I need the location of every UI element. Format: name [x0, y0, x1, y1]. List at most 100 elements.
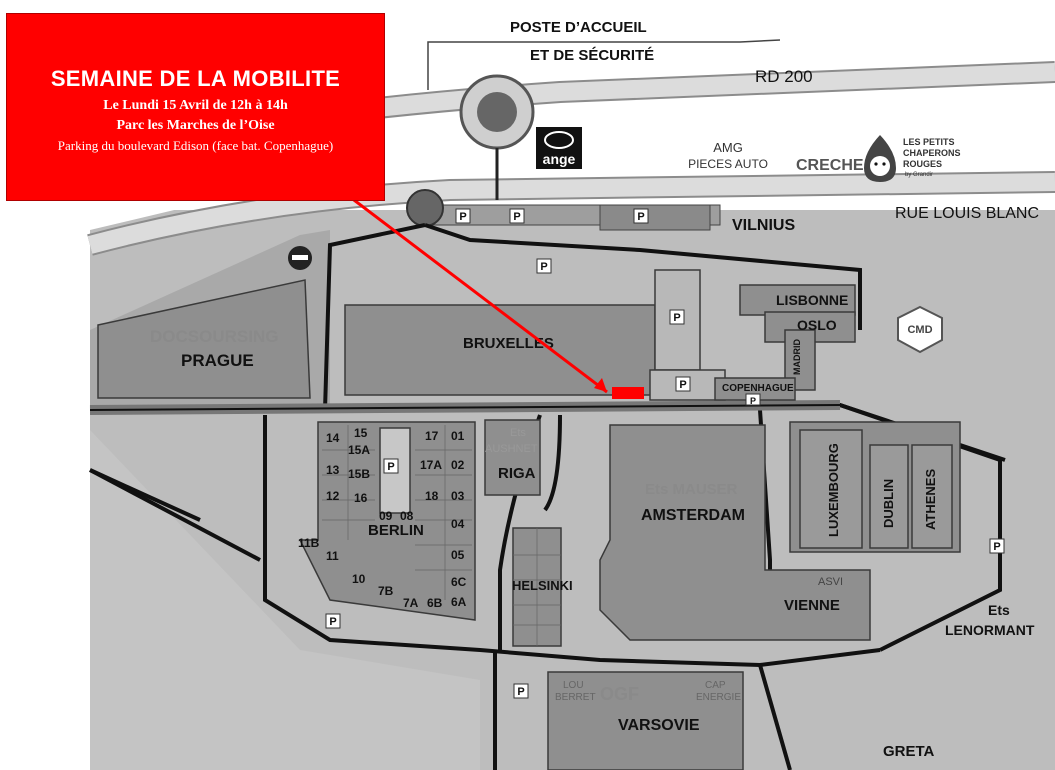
svg-text:14: 14 — [326, 431, 340, 445]
amg-pieces-auto-label: PIECES AUTO — [688, 157, 768, 171]
building-varsovie — [547, 671, 744, 770]
athenes-label: ATHENES — [923, 469, 938, 530]
bruxelles-label: BRUXELLES — [463, 335, 554, 352]
svg-text:P: P — [750, 396, 756, 406]
dublin-label: DUBLIN — [881, 479, 896, 528]
event-parking: Parking du boulevard Edison (face bat. C… — [57, 138, 334, 153]
event-date: Le Lundi 15 Avril de 12h à 14h — [103, 98, 288, 113]
event-announcement-box: SEMAINE DE LA MOBILITE Le Lundi 15 Avril… — [6, 13, 385, 201]
svg-text:17A: 17A — [420, 458, 442, 472]
berlin-unit-numbers: 14 15 15A 13 15B 12 16 17 01 17A 02 18 0… — [298, 426, 467, 610]
riga-label: RIGA — [498, 465, 536, 482]
ange-logo: ange — [536, 127, 582, 169]
svg-text:6A: 6A — [451, 595, 467, 609]
svg-text:CMD: CMD — [907, 324, 932, 336]
ets-lenormant-label: Ets — [988, 602, 1010, 618]
rue-louis-blanc-label: RUE LOUIS BLANC — [895, 205, 1039, 222]
svg-text:04: 04 — [451, 517, 465, 531]
docsoursing-label: DOCSOURSING — [150, 327, 278, 346]
svg-text:P: P — [637, 211, 644, 223]
svg-text:11: 11 — [326, 549, 339, 563]
svg-text:by Grandir: by Grandir — [905, 172, 933, 178]
buildings — [97, 269, 961, 770]
poste-accueil-label: POSTE D’ACCUEIL — [510, 19, 647, 36]
ets-aushnet-label: Ets — [510, 427, 526, 439]
svg-text:16: 16 — [354, 491, 368, 505]
svg-text:03: 03 — [451, 489, 465, 503]
event-place: Parc les Marches de l’Oise — [116, 118, 275, 133]
building-prague — [97, 279, 311, 399]
svg-text:P: P — [387, 461, 394, 473]
event-location-marker — [612, 387, 644, 399]
svg-text:ange: ange — [543, 151, 576, 167]
svg-text:LES PETITS: LES PETITS — [903, 137, 955, 147]
svg-text:7B: 7B — [378, 584, 394, 598]
oslo-label: OSLO — [797, 317, 837, 333]
petits-chaperons-rouges-logo: LES PETITS CHAPERONS ROUGES by Grandir — [864, 135, 961, 182]
svg-text:CHAPERONS: CHAPERONS — [903, 148, 961, 158]
copenhague-label: COPENHAGUE — [722, 383, 794, 394]
svg-text:P: P — [679, 379, 686, 391]
svg-text:05: 05 — [451, 548, 465, 562]
ets-mauser-label: Ets MAUSER — [645, 481, 738, 498]
cap-label: CAP — [705, 680, 726, 691]
svg-text:01: 01 — [451, 429, 465, 443]
svg-text:15A: 15A — [348, 443, 370, 457]
svg-text:17: 17 — [425, 429, 439, 443]
building-lisbonne — [739, 284, 856, 316]
aushnet-label: AUSHNET — [485, 443, 538, 455]
lenormant-label: LENORMANT — [945, 622, 1035, 638]
svg-text:18: 18 — [425, 489, 439, 503]
svg-text:15B: 15B — [348, 467, 370, 481]
berlin-label: BERLIN — [368, 522, 424, 539]
helsinki-label: HELSINKI — [512, 578, 573, 593]
greta-label: GRETA — [883, 743, 935, 760]
cmd-logo: CMD — [897, 305, 943, 354]
svg-text:P: P — [513, 211, 520, 223]
svg-text:P: P — [993, 541, 1000, 553]
event-pointer-arrow — [349, 195, 608, 394]
svg-text:7A: 7A — [403, 596, 419, 610]
vilnius-label: VILNIUS — [732, 217, 795, 234]
berret-label: BERRET — [555, 692, 596, 703]
energie-label: ENERGIE — [696, 692, 741, 703]
svg-text:P: P — [540, 261, 547, 273]
svg-text:ROUGES: ROUGES — [903, 159, 942, 169]
svg-text:10: 10 — [352, 572, 366, 586]
asvi-label: ASVI — [818, 576, 843, 588]
svg-text:6C: 6C — [451, 575, 467, 589]
building-berlin — [298, 421, 476, 621]
amg-label: AMG — [713, 140, 743, 155]
svg-text:13: 13 — [326, 463, 340, 477]
creche-label: CRECHE — [796, 157, 864, 174]
varsovie-label: VARSOVIE — [618, 717, 700, 734]
svg-text:P: P — [673, 312, 680, 324]
luxembourg-label: LUXEMBOURG — [826, 443, 841, 537]
no-entry-sign-icon — [288, 246, 312, 270]
ogf-label: OGF — [600, 684, 639, 704]
svg-text:08: 08 — [400, 509, 414, 523]
vienne-label: VIENNE — [784, 597, 840, 614]
svg-text:11B: 11B — [298, 536, 320, 550]
madrid-label: MADRID — [792, 339, 802, 375]
parking-markers: P P P P P P P P P P P — [325, 208, 1005, 699]
event-title: SEMAINE DE LA MOBILITE — [50, 66, 341, 91]
svg-text:P: P — [517, 686, 524, 698]
svg-text:09: 09 — [379, 509, 393, 523]
poste-securite-label: ET DE SÉCURITÉ — [530, 47, 654, 64]
lisbonne-label: LISBONNE — [776, 292, 848, 308]
svg-text:P: P — [329, 616, 336, 628]
svg-text:02: 02 — [451, 458, 465, 472]
svg-text:12: 12 — [326, 489, 340, 503]
building-bruxelles — [344, 304, 656, 396]
rd200-label: RD 200 — [755, 67, 813, 86]
building-amsterdam — [599, 424, 871, 641]
svg-text:P: P — [459, 211, 466, 223]
lou-label: LOU — [563, 680, 584, 691]
svg-text:15: 15 — [354, 426, 368, 440]
prague-label: PRAGUE — [181, 351, 254, 370]
svg-text:6B: 6B — [427, 596, 443, 610]
building-riga — [484, 419, 541, 496]
amsterdam-label: AMSTERDAM — [641, 507, 745, 524]
